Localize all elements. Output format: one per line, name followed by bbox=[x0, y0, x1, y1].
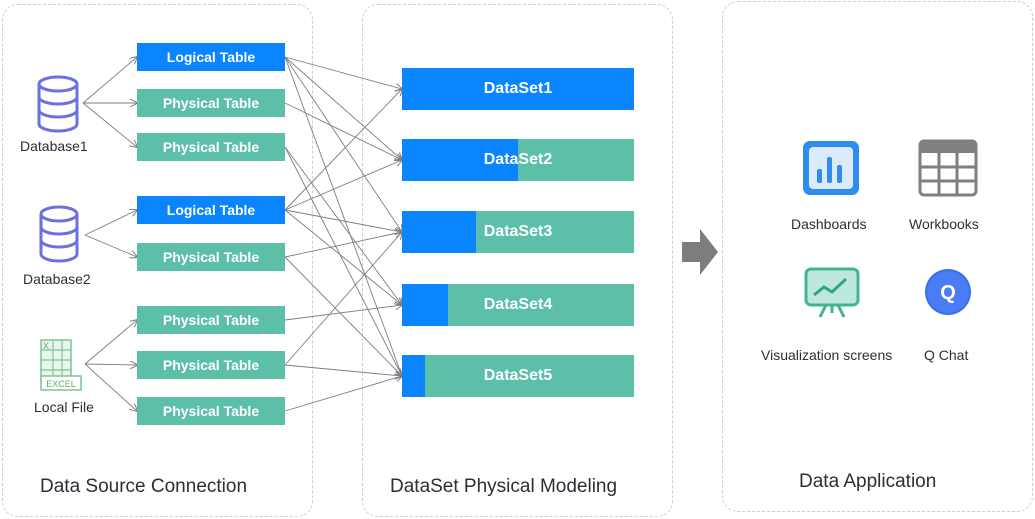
data-application-panel bbox=[722, 1, 1033, 512]
right-arrow-icon bbox=[682, 229, 718, 275]
svg-text:X: X bbox=[43, 341, 49, 351]
dataset-modeling-title: DataSet Physical Modeling bbox=[390, 476, 618, 497]
source-table-connector bbox=[82, 57, 137, 104]
chat-icon-letter: Q bbox=[940, 282, 956, 304]
data-source-title: Data Source Connection bbox=[40, 476, 248, 497]
table-dataset-connector bbox=[284, 160, 402, 211]
dataset-2-logical-fill bbox=[402, 139, 518, 181]
dataset-5-logical-fill bbox=[402, 355, 426, 397]
table-dataset-connector bbox=[284, 209, 402, 232]
physical-table-4: Physical Table bbox=[137, 306, 285, 334]
physical-table-1: Physical Table bbox=[137, 89, 285, 117]
dataset-1-label: DataSet1 bbox=[483, 80, 553, 97]
table-dataset-connector bbox=[284, 146, 402, 305]
source-table-connector bbox=[84, 234, 137, 257]
chat-bubble-q-icon: Q bbox=[925, 269, 971, 315]
physical-table-2: Physical Table bbox=[137, 133, 285, 161]
dataset-3-label: DataSet3 bbox=[483, 223, 553, 240]
dataset-4-logical-fill bbox=[402, 284, 449, 326]
dataset-4: DataSet4 bbox=[402, 284, 634, 326]
source-table-connector bbox=[84, 363, 137, 411]
source-table-connector bbox=[84, 320, 137, 365]
physical-table-3: Physical Table bbox=[137, 243, 285, 271]
dataset-modeling-panel bbox=[362, 4, 673, 517]
dataset-5: DataSet5 bbox=[402, 355, 634, 397]
table-dataset-connector bbox=[284, 56, 402, 376]
dataset-4-label: DataSet4 bbox=[483, 296, 553, 313]
q-chat-label: Q Chat bbox=[924, 347, 969, 363]
local-file-label: Local File bbox=[34, 399, 94, 415]
dataset-1-logical-fill bbox=[402, 68, 634, 110]
table-dataset-connector bbox=[284, 232, 402, 258]
dashboards-label: Dashboards bbox=[791, 216, 867, 232]
database-icon bbox=[39, 205, 79, 263]
table-dataset-connector bbox=[284, 56, 402, 232]
logical-table-1: Logical Table bbox=[137, 43, 285, 71]
visualization-screens-label: Visualization screens bbox=[761, 347, 893, 363]
dataset-3: DataSet3 bbox=[402, 211, 634, 253]
dataset-2-label: DataSet2 bbox=[483, 151, 553, 168]
source-table-connector bbox=[82, 102, 137, 147]
presentation-screen-icon bbox=[804, 267, 860, 318]
table-dataset-connector bbox=[284, 89, 402, 211]
workbooks-label: Workbooks bbox=[909, 216, 979, 232]
table-dataset-connector bbox=[284, 56, 402, 160]
physical-table-5: Physical Table bbox=[137, 351, 285, 379]
dataset-5-label: DataSet5 bbox=[483, 367, 553, 384]
table-dataset-connector bbox=[284, 232, 402, 366]
database-icon bbox=[37, 75, 79, 133]
database2-label: Database2 bbox=[23, 271, 91, 287]
spreadsheet-grid-icon bbox=[918, 139, 978, 197]
dataset-3-logical-fill bbox=[402, 211, 477, 253]
data-application-title: Data Application bbox=[799, 471, 937, 492]
table-dataset-connector bbox=[284, 56, 402, 89]
dashboard-chart-icon bbox=[803, 141, 859, 195]
table-dataset-connector bbox=[284, 376, 402, 412]
table-dataset-connector bbox=[284, 305, 402, 321]
excel-icon-text: EXCEL bbox=[46, 379, 76, 389]
logical-table-2: Logical Table bbox=[137, 196, 285, 224]
excel-file-icon: X EXCEL bbox=[40, 339, 82, 391]
table-dataset-connector bbox=[284, 102, 402, 160]
physical-table-6: Physical Table bbox=[137, 397, 285, 425]
table-dataset-connector bbox=[284, 146, 402, 376]
source-table-connector bbox=[84, 364, 137, 365]
data-source-panel bbox=[2, 4, 313, 517]
dataset-2: DataSet2 bbox=[402, 139, 634, 181]
database1-label: Database1 bbox=[20, 138, 88, 154]
table-dataset-connector bbox=[284, 364, 402, 376]
table-dataset-connector bbox=[284, 209, 402, 305]
dataset-1: DataSet1 bbox=[402, 68, 634, 110]
table-dataset-connector bbox=[284, 256, 402, 376]
source-table-connector bbox=[84, 210, 137, 236]
